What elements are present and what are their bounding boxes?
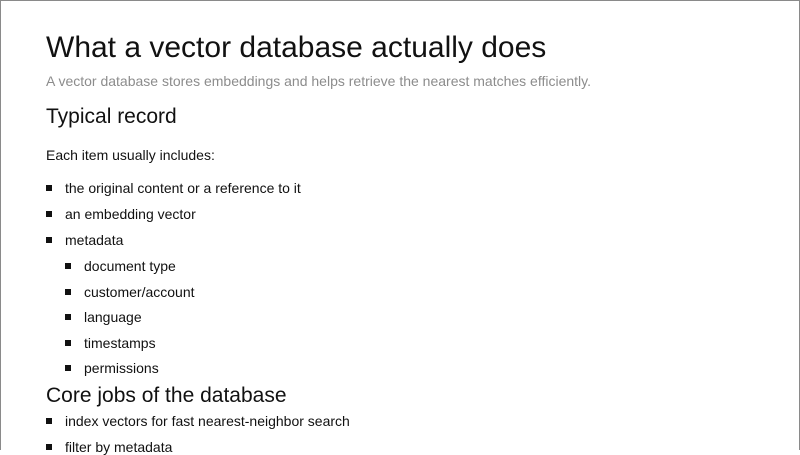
sub-list-item: document type: [65, 259, 176, 273]
bullet-icon: [65, 365, 71, 371]
list-item: metadata: [46, 233, 123, 247]
sub-list-item: language: [65, 310, 142, 324]
slide-subtitle: A vector database stores embeddings and …: [46, 73, 592, 89]
bullet-icon: [65, 314, 71, 320]
sub-list-item: customer/account: [65, 285, 195, 299]
list-item: an embedding vector: [46, 207, 196, 221]
bullet-icon: [46, 444, 52, 450]
sub-list-item: timestamps: [65, 336, 156, 350]
sub-list-item: permissions: [65, 361, 159, 375]
bullet-icon: [65, 340, 71, 346]
bullet-icon: [65, 263, 71, 269]
bullet-icon: [46, 237, 52, 243]
list-item: the original content or a reference to i…: [46, 181, 301, 195]
bullet-icon: [46, 418, 52, 424]
bullet-icon: [65, 289, 71, 295]
intro-text: Each item usually includes:: [46, 147, 215, 163]
list-item: filter by metadata: [46, 440, 172, 454]
slide-title: What a vector database actually does: [46, 31, 547, 64]
bullet-icon: [46, 185, 52, 191]
section-heading-core-jobs: Core jobs of the database: [46, 384, 287, 407]
section-heading-typical-record: Typical record: [46, 105, 177, 128]
list-item: index vectors for fast nearest-neighbor …: [46, 414, 350, 428]
bullet-icon: [46, 211, 52, 217]
